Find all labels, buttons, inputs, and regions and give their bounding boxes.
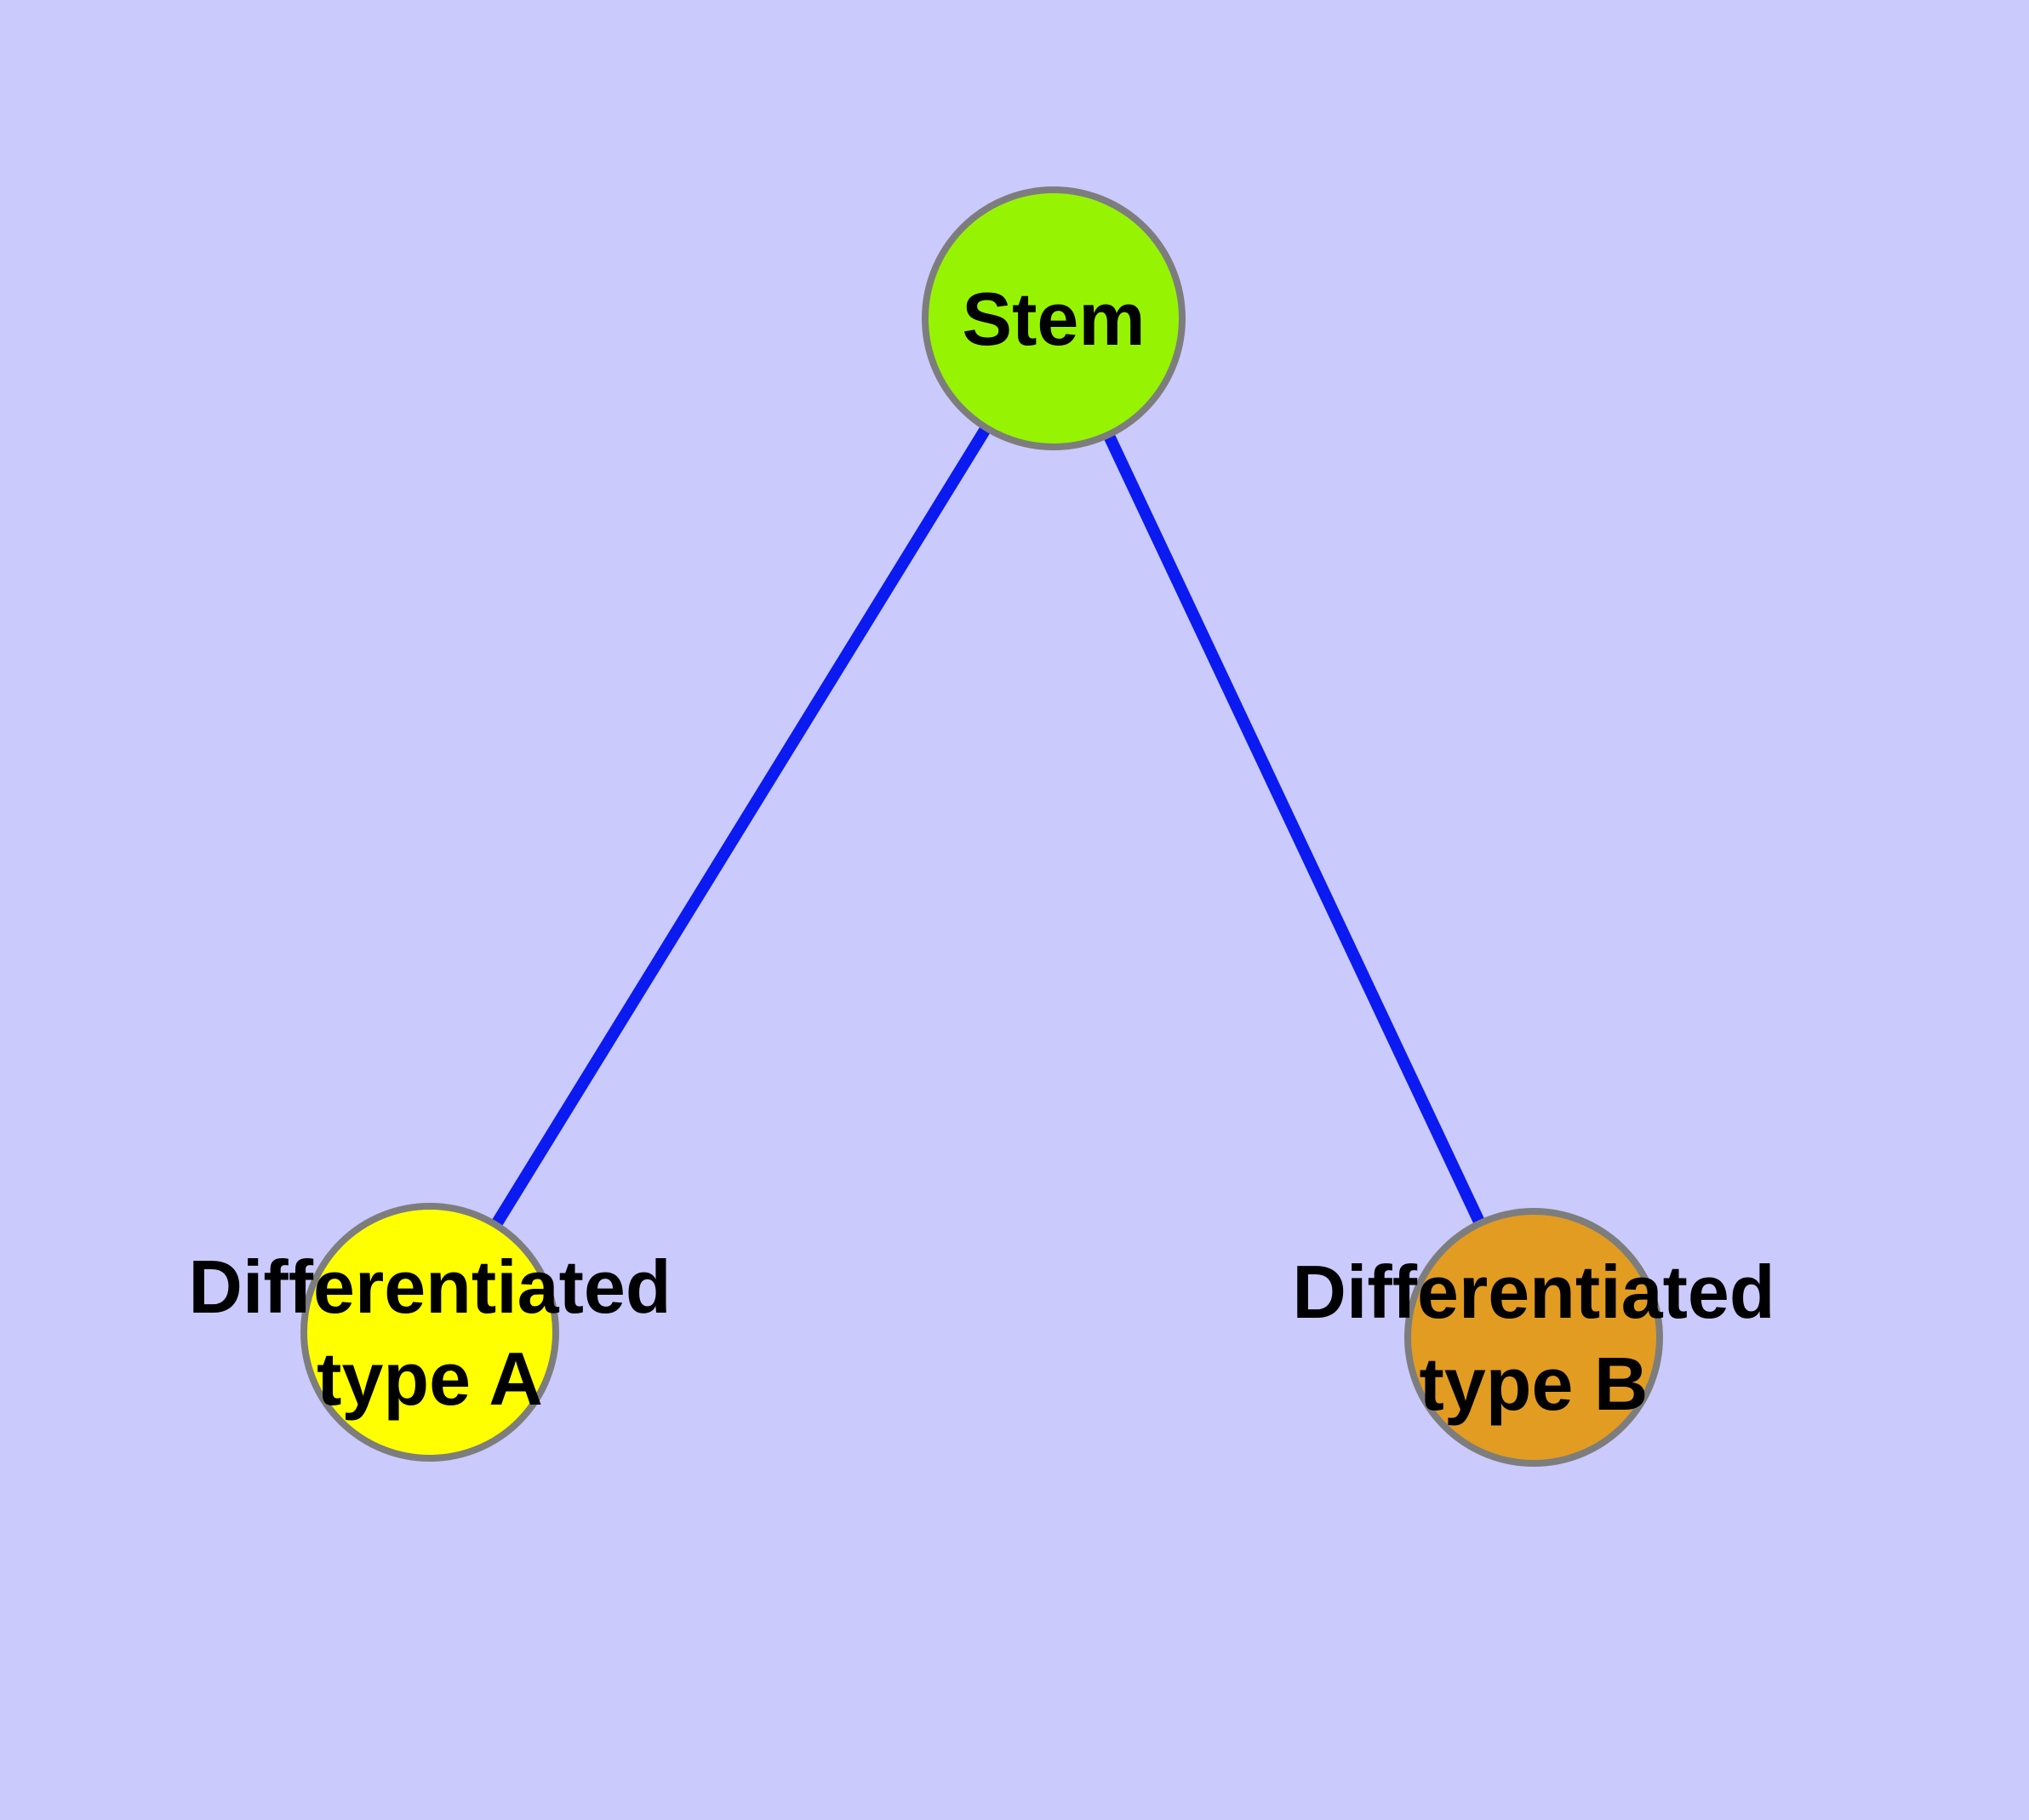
node-stem [922,186,1186,450]
nodes-layer [300,186,1663,1467]
node-label-line: Stem [962,277,1145,361]
node-label-line: type A [317,1336,543,1421]
edge-stem-to-differentiated-type-a [425,315,1059,1336]
node-differentiated-type-a [300,1203,559,1462]
edge-stem-to-differentiated-type-b [1048,316,1540,1340]
node-label-line: Differentiated [188,1245,671,1329]
node-differentiated-type-b [1404,1208,1663,1467]
node-label-line: type B [1420,1342,1649,1426]
node-label-line: Differentiated [1292,1250,1775,1334]
node-label-stem: Stem [962,277,1145,361]
edges-layer [425,315,1540,1340]
